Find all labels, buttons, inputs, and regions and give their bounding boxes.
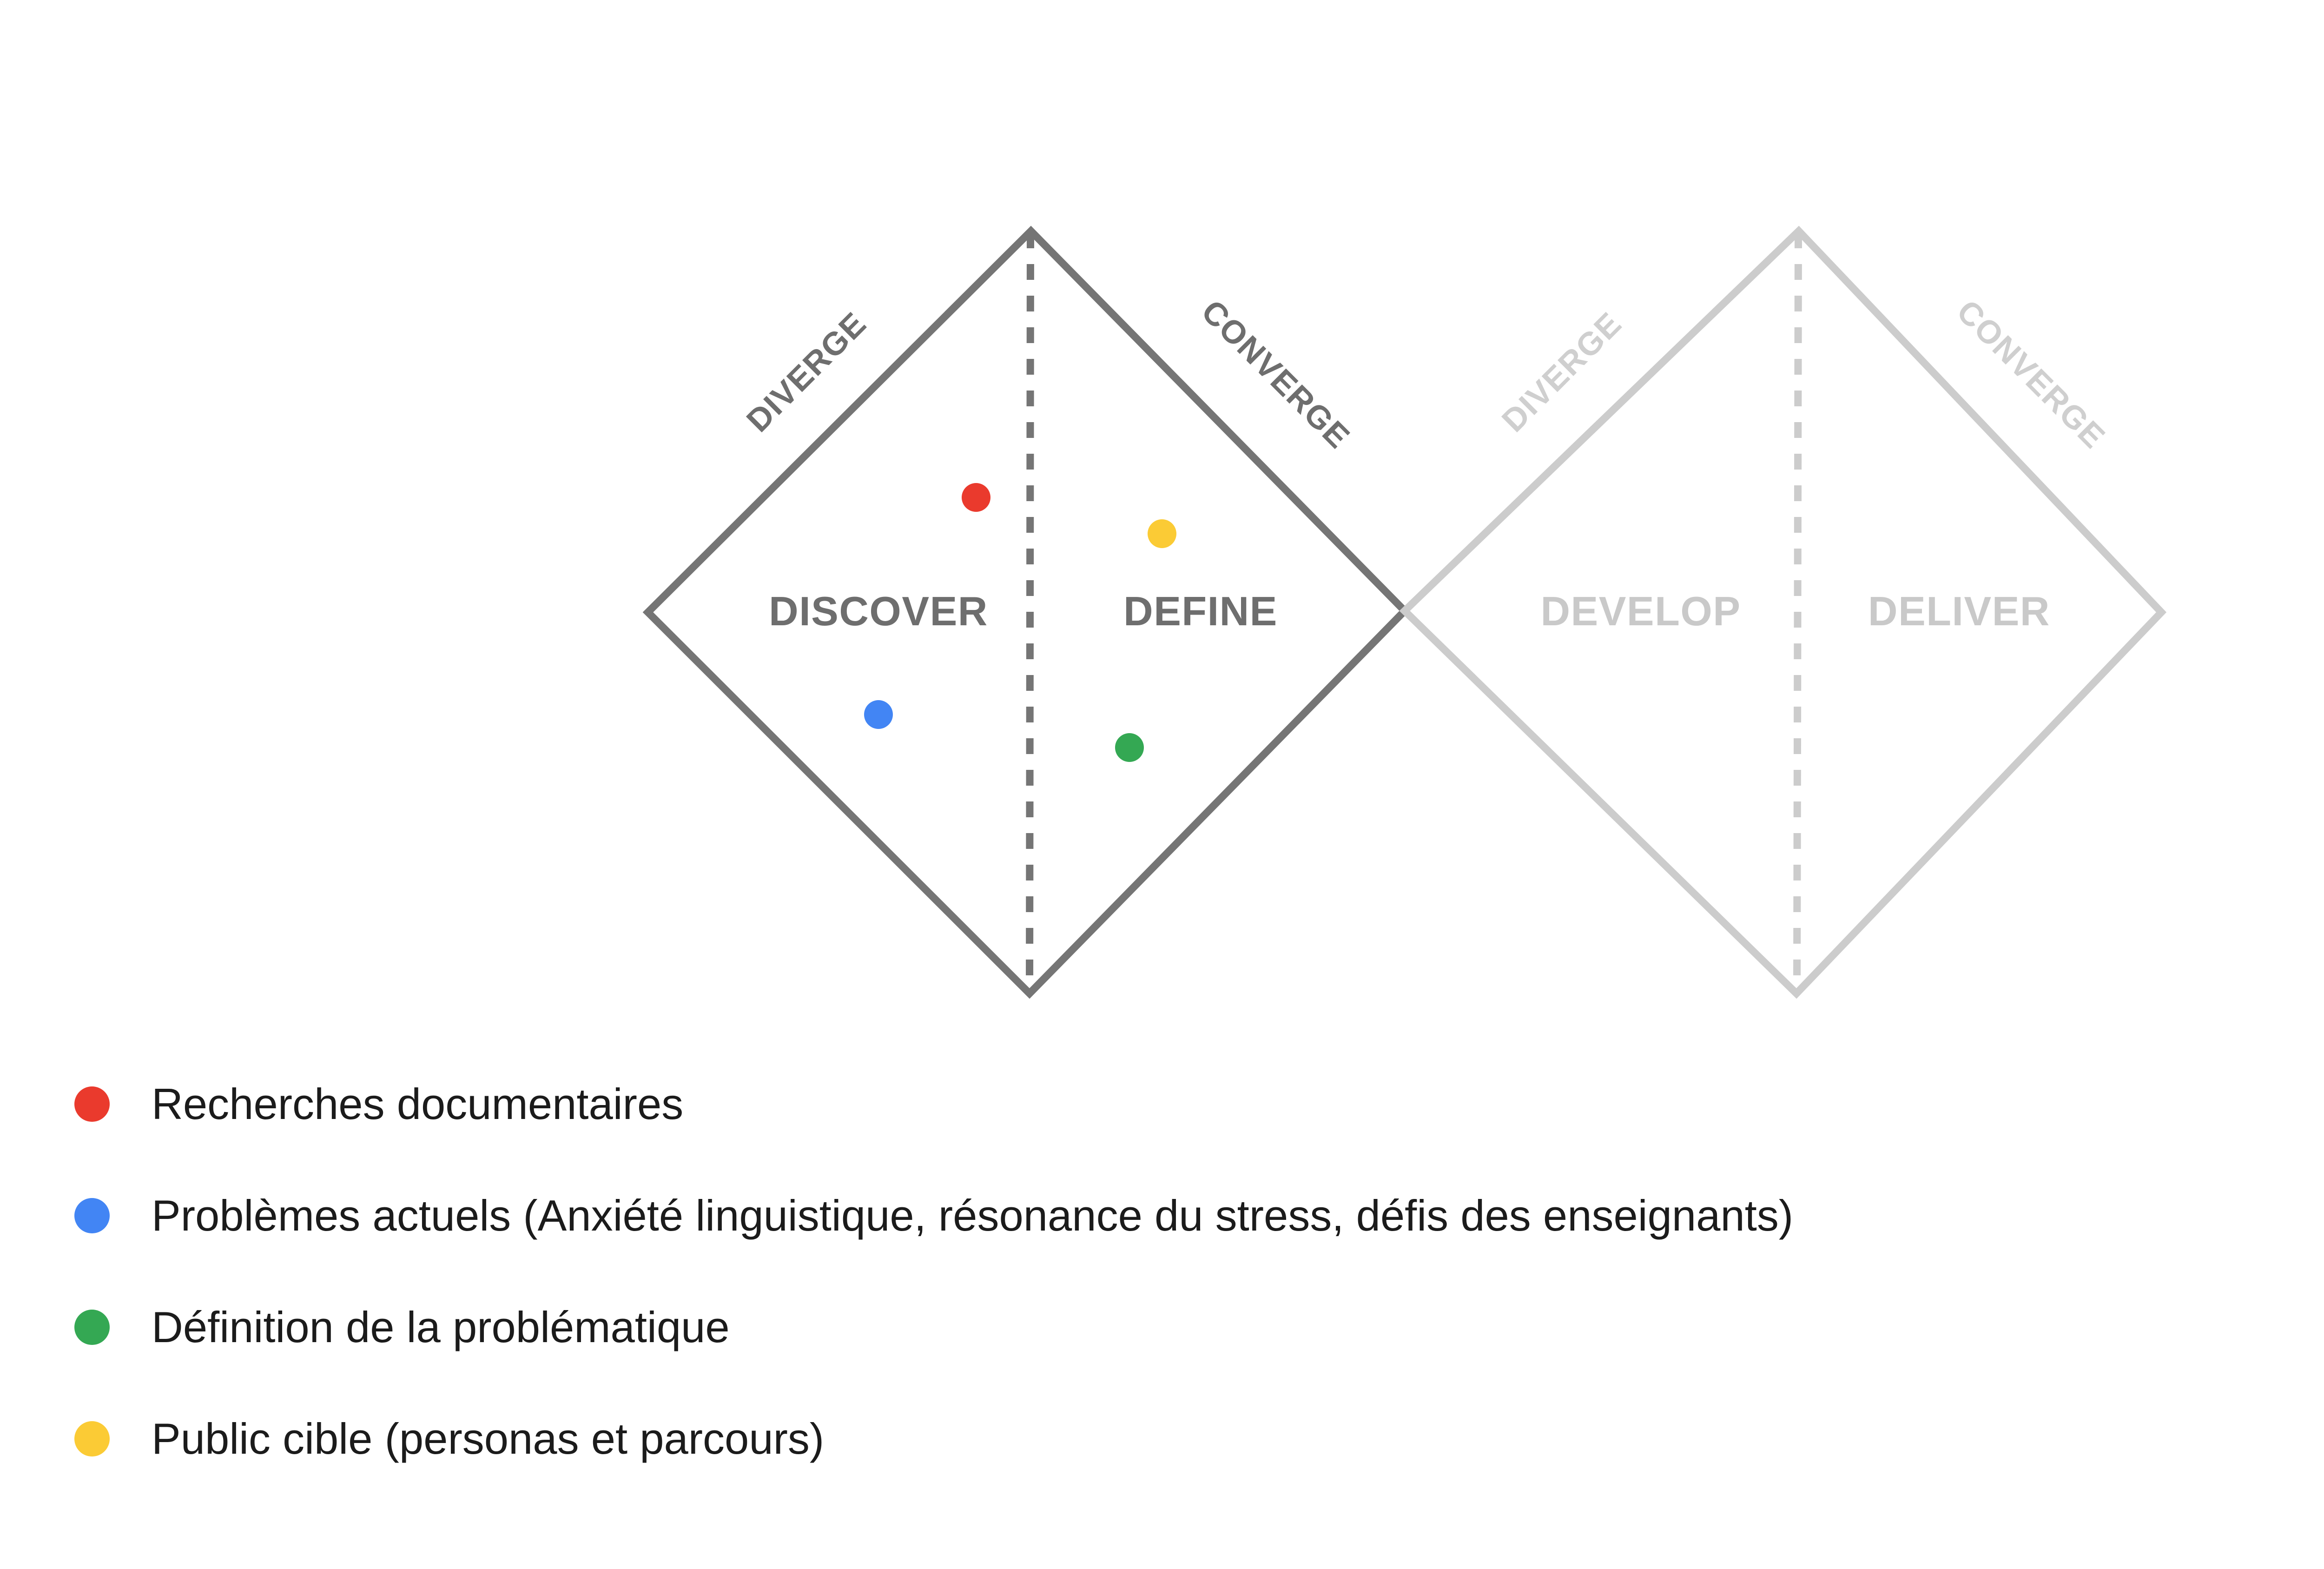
- diamond-outlines: [642, 225, 2167, 999]
- phase-label-deliver: DELIVER: [1868, 588, 2050, 634]
- legend: Recherches documentaires Problèmes actue…: [74, 1048, 2324, 1495]
- phase-label-define: DEFINE: [1123, 588, 1278, 634]
- legend-item-problemes-actuels: Problèmes actuels (Anxiété linguistique,…: [74, 1160, 2324, 1271]
- legend-item-recherches-documentaires: Recherches documentaires: [74, 1048, 2324, 1160]
- legend-item-public-cible: Public cible (personas et parcours): [74, 1383, 2324, 1495]
- phase-label-develop: DEVELOP: [1540, 588, 1741, 634]
- phase-label-discover: DISCOVER: [769, 588, 988, 634]
- legend-swatch-red-icon: [74, 1086, 110, 1122]
- legend-swatch-green-icon: [74, 1310, 110, 1345]
- diamond-right-outline: [1399, 225, 2167, 999]
- activity-dot-yellow[interactable]: [1148, 519, 1176, 548]
- activity-dot-blue[interactable]: [864, 700, 893, 729]
- legend-label-definition-problematique: Définition de la problématique: [152, 1303, 730, 1352]
- legend-label-public-cible: Public cible (personas et parcours): [152, 1414, 825, 1463]
- diamond-left-outline: [642, 225, 1410, 999]
- activity-dot-green[interactable]: [1115, 733, 1144, 762]
- activity-dot-red[interactable]: [962, 483, 990, 512]
- double-diamond-diagram: DIVERGE CONVERGE DISCOVER DEFINE DIVERGE…: [642, 225, 2167, 999]
- legend-swatch-yellow-icon: [74, 1421, 110, 1456]
- legend-item-definition-problematique: Définition de la problématique: [74, 1271, 2324, 1383]
- legend-swatch-blue-icon: [74, 1198, 110, 1233]
- legend-label-recherches-documentaires: Recherches documentaires: [152, 1079, 684, 1129]
- legend-label-problemes-actuels: Problèmes actuels (Anxiété linguistique,…: [152, 1191, 1794, 1240]
- diamond-right-divider: [1793, 232, 1802, 993]
